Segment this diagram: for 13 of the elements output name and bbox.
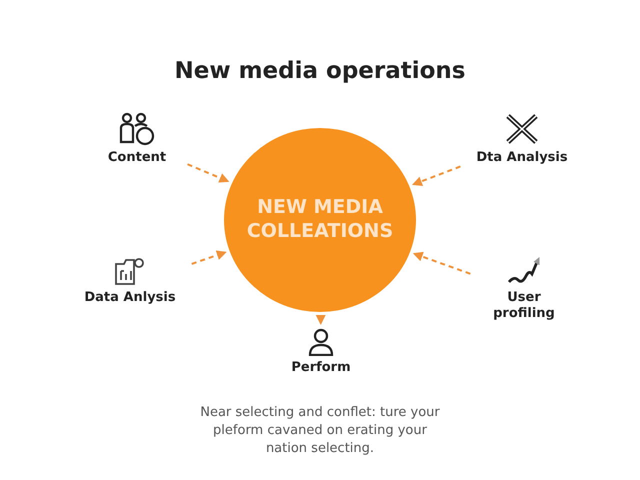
node-label: Content: [108, 150, 166, 166]
dashed-arrow: [412, 166, 461, 186]
node-label: Data Anlysis: [84, 290, 176, 306]
node-label: User profiling: [492, 290, 556, 322]
dashed-arrow: [412, 252, 471, 275]
dashed-arrow: [191, 250, 227, 265]
dashed-arrow: [316, 314, 326, 325]
node-label: Dta Analysis: [476, 150, 568, 166]
dashed-arrow: [187, 163, 230, 183]
diagram-title: New media operations: [173, 57, 466, 86]
node-label: Perform: [291, 360, 351, 376]
caption-note: Near selecting and conflet: ture your pleform cavaned on erating your nation selecting.: [200, 404, 440, 458]
hub-label: NEW MEDIA COLLEATIONS: [246, 196, 394, 244]
